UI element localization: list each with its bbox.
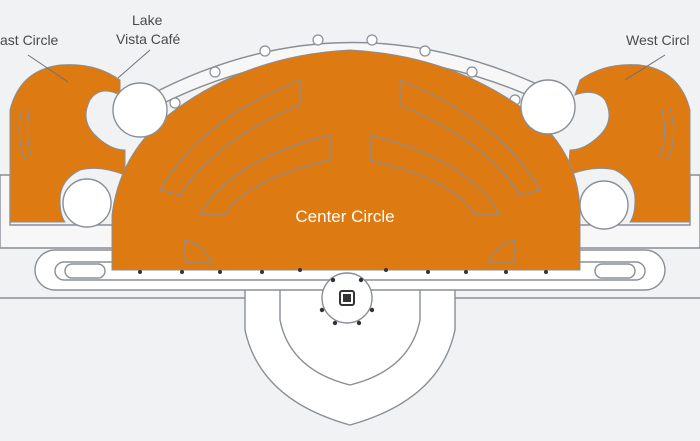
west-circle-room[interactable]	[567, 64, 691, 223]
column	[366, 34, 378, 46]
label-leaders	[27, 49, 666, 83]
escalator-right	[594, 263, 636, 279]
corridor-doors	[138, 268, 548, 274]
lake-vista-cafe-pod	[112, 82, 168, 138]
west-cafe-pod	[520, 79, 576, 135]
arc-columns	[169, 34, 521, 109]
east-pod	[62, 178, 112, 228]
hub-doors	[319, 277, 375, 326]
lower-hall-inner	[279, 284, 421, 386]
seating-arcs	[159, 79, 541, 263]
column	[466, 66, 478, 78]
column	[259, 45, 271, 57]
east-circle-room[interactable]	[9, 64, 126, 223]
circular-pods	[62, 79, 629, 324]
lake-vista-label-line2: Vista Café	[116, 31, 181, 47]
center-circle-label: Center Circle	[295, 207, 395, 226]
west-pod	[579, 180, 629, 230]
column	[312, 34, 324, 46]
east-circle-label: ast Circle	[0, 32, 59, 48]
escalator-left	[64, 263, 106, 279]
west-circle-label: West Circl	[626, 32, 690, 48]
east-circle-inner-stage	[18, 109, 26, 161]
column	[169, 97, 181, 109]
west-circle-inner-stage	[667, 107, 675, 161]
column	[419, 45, 431, 57]
elevator-icon[interactable]	[339, 290, 355, 306]
column	[209, 66, 221, 78]
lake-vista-label-line1: Lake	[132, 12, 163, 28]
